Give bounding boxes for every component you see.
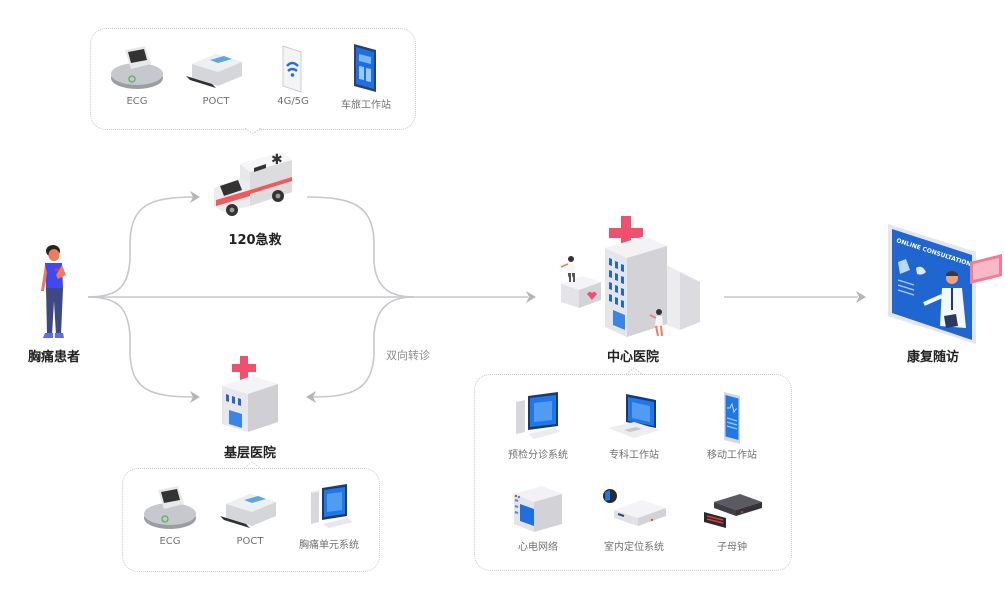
equip-triage-system: 预检分诊系统 [498,392,578,461]
equip-master-slave-clock: 子母钟 [692,484,772,553]
equip-label: 胸痛单元系统 [299,540,359,551]
central-hospital-icon [560,216,700,337]
arrow-referral-to-primary [306,391,316,403]
ecg-device-icon [144,486,196,529]
equip-label: POCT [236,536,264,547]
node-label-patient: 胸痛患者 [27,350,80,365]
equip-label: POCT [202,96,230,107]
node-label-followup: 康复随访 [906,350,959,365]
equip-label: ECG [159,536,181,547]
poct-analyzer-icon [186,54,242,88]
equip-label: 专科工作站 [609,450,659,461]
svg-text:✱: ✱ [271,152,283,168]
equip-indoor-positioning: 室内定位系统 [594,484,674,553]
desktop-computer-icon [311,484,353,528]
arrow-to-ambulance [190,191,200,203]
node-label-central-hospital: 中心医院 [606,350,659,365]
patient-to-primary-line [87,296,196,398]
ecg-network-server-icon [514,486,562,532]
patient-icon [41,245,66,338]
equip-ecg: ECG [130,482,210,547]
equip-specialist-workstation: 专科工作站 [594,392,674,461]
equip-label: 子母钟 [717,542,747,553]
indoor-positioning-icon [603,489,666,526]
primary-hospital-icon [222,356,278,432]
online-consultation-tablet-icon: ONLINE CONSULTATIONS [888,224,1002,344]
equip-network: 4G/5G [253,42,333,107]
ecg-device-icon [111,46,163,89]
equip-label: 移动工作站 [707,450,757,461]
equip-label: 4G/5G [277,96,309,107]
equip-vehicle-workstation: 车旅工作站 [326,42,406,111]
panel-pointer [625,367,643,375]
desktop-computer-icon [516,392,560,439]
equip-label: 车旅工作站 [341,100,391,111]
arrow-to-primary [190,391,200,403]
ambulance-icon: ✱ [214,152,292,216]
two-way-referral-line [311,296,415,398]
equip-label: ECG [126,96,148,107]
tablet-workstation-icon [354,44,376,92]
smartphone-icon [724,392,740,444]
equip-ecg-network: 心电网络 [498,484,578,553]
equip-label: 预检分诊系统 [508,450,568,461]
arrow-to-followup [856,291,866,303]
primary-equipment-panel [122,468,380,572]
equip-chest-pain-unit: 胸痛单元系统 [289,482,369,551]
panel-pointer [243,461,261,469]
node-label-ambulance: 120急救 [228,233,282,248]
equip-mobile-workstation: 移动工作站 [692,392,772,461]
arrow-to-central [526,291,536,303]
two-way-referral-label: 双向转诊 [386,349,430,362]
central-equipment-panel [474,374,792,571]
equip-poct: POCT [210,482,290,547]
wifi-signal-icon [282,45,302,93]
patient-to-ambulance-line [87,196,196,298]
panel-pointer [244,127,262,135]
equip-label: 室内定位系统 [604,542,664,553]
poct-analyzer-icon [220,494,276,528]
laptop-icon [608,394,660,438]
equip-poct: POCT [176,42,256,107]
ambulance-to-central-line [306,196,415,298]
master-slave-clock-icon [704,494,762,528]
node-label-primary-hospital: 基层医院 [223,446,276,461]
equip-label: 心电网络 [518,542,558,553]
equip-ecg: ECG [97,42,177,107]
